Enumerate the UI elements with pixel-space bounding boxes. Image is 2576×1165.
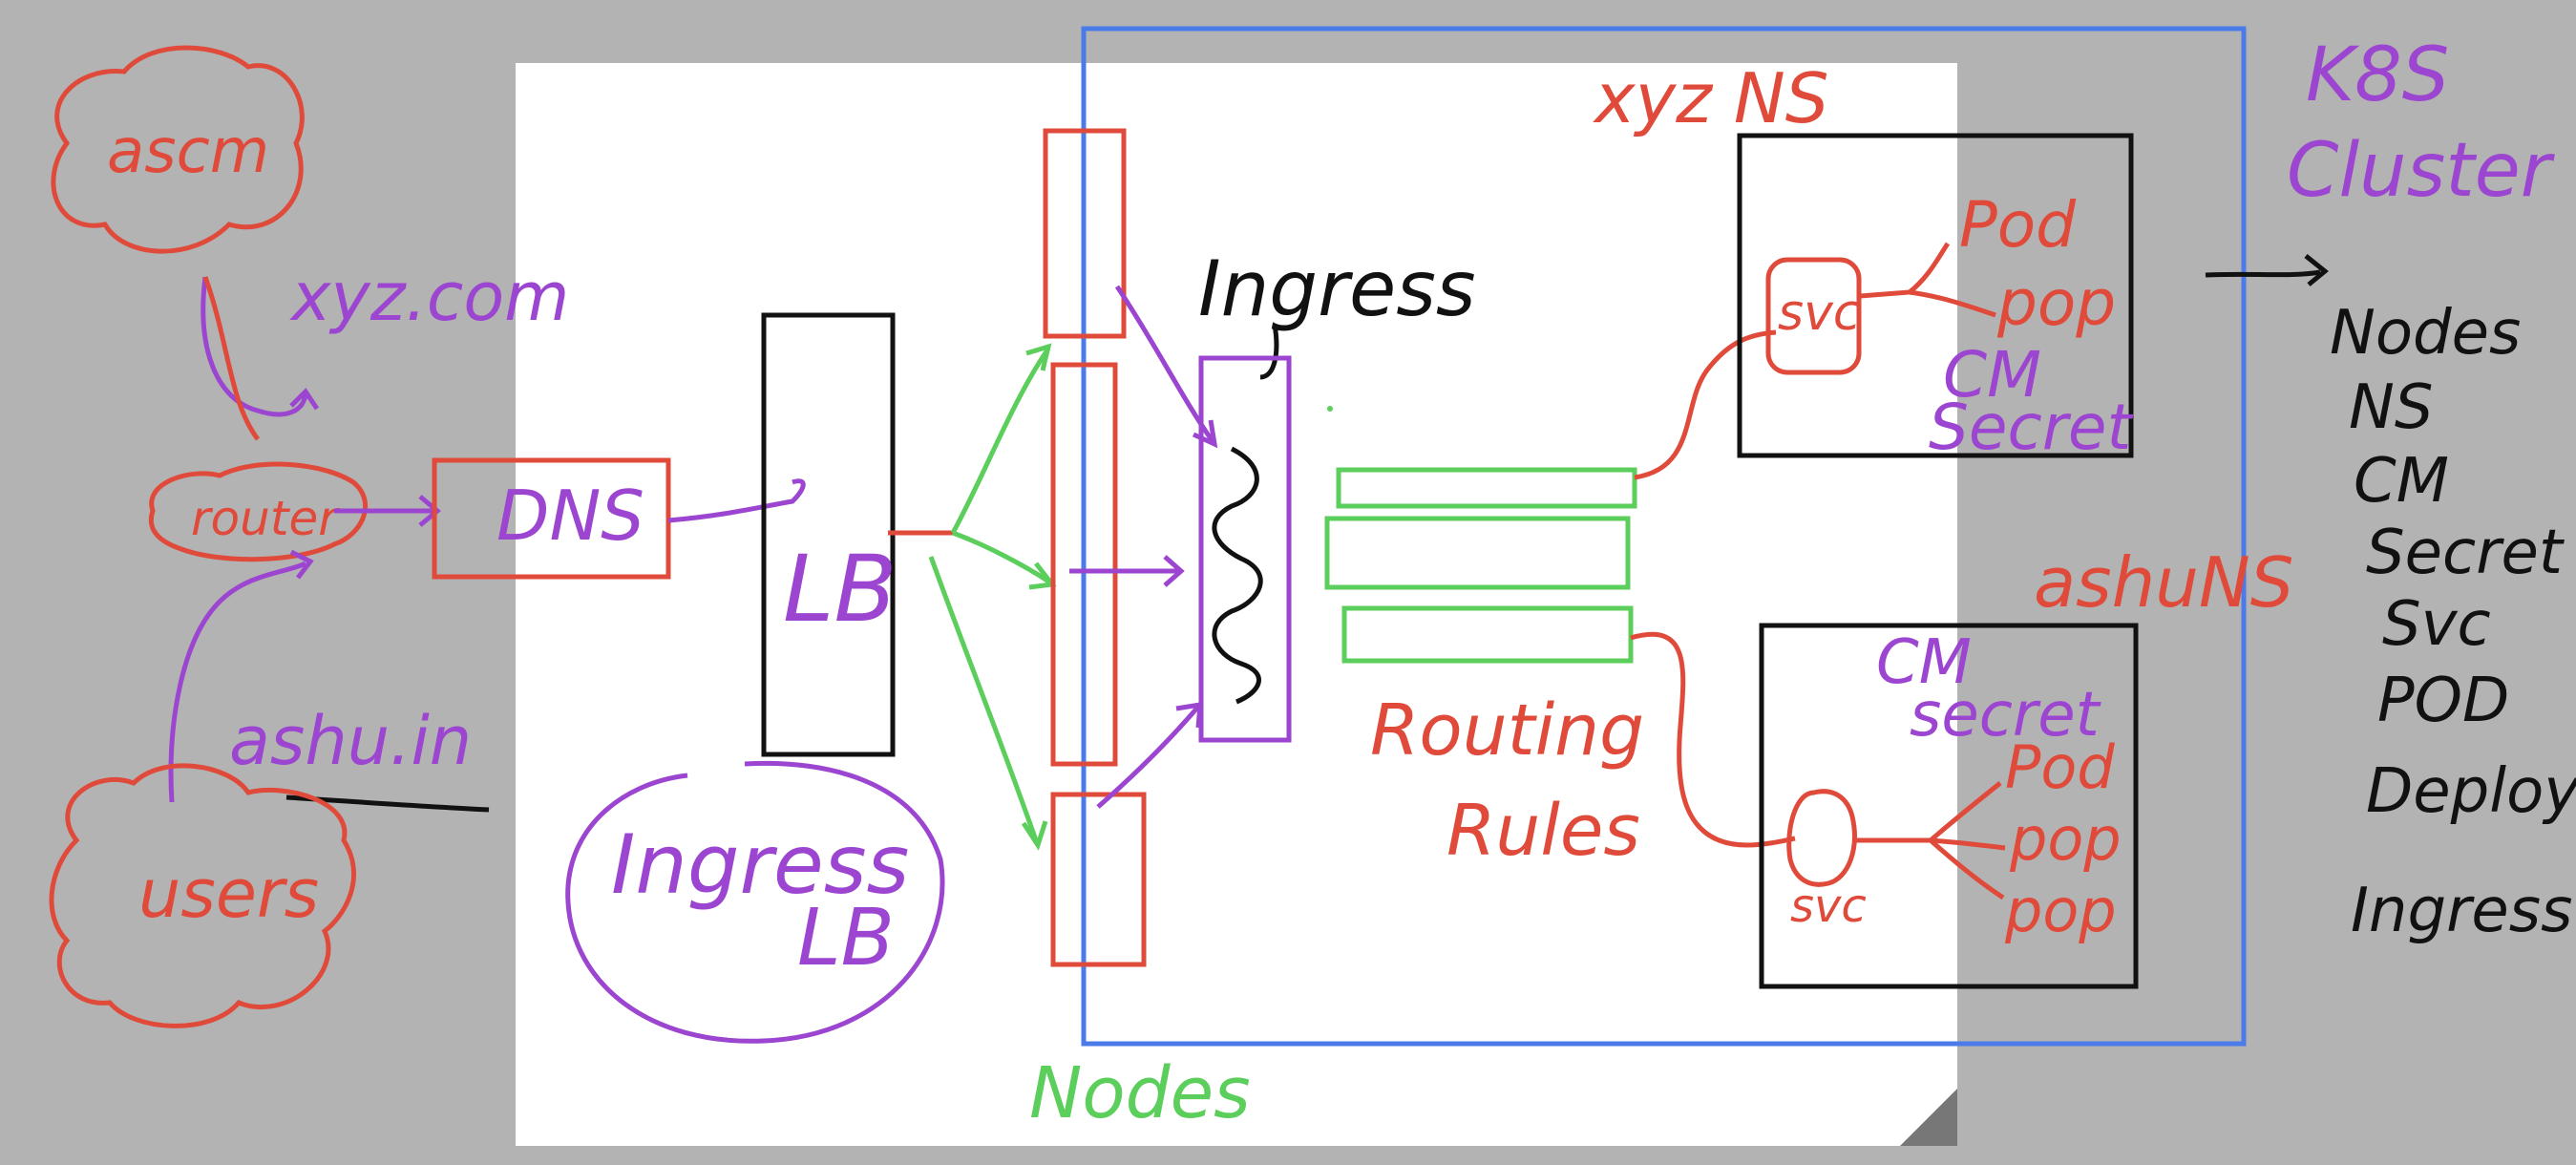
node-box-2 [1050, 362, 1118, 767]
xyz-svc-box [1765, 257, 1862, 375]
lb-node3-arrowhead [1021, 820, 1048, 851]
router-label: router [191, 491, 341, 546]
k8s-cluster-label-line2: Cluster [2287, 128, 2556, 214]
xyz-svc-to-pod-line-2 [1909, 289, 1996, 318]
lb-to-node2-arrow [952, 530, 1052, 585]
cluster-object-cm: CM [2354, 446, 2449, 517]
node-box-3 [1050, 792, 1147, 967]
ashu-pod-1: Pod [2005, 732, 2115, 802]
cluster-to-list-arrow [2205, 269, 2321, 278]
xyz-secret: Secret [1929, 391, 2134, 464]
cluster-object-nodes: Nodes [2330, 298, 2521, 369]
cluster-object-svc: Svc [2382, 589, 2491, 660]
ingress-label: Ingress [1198, 244, 1476, 333]
k8s-cluster-boundary [1081, 26, 2247, 1047]
xyz-cm: CM [1943, 338, 2041, 412]
users-link-arrowhead [289, 549, 314, 580]
users-cloud [49, 763, 356, 1028]
xyz-pod-2: pop [1996, 266, 2116, 340]
routing-rule-bar-3 [1341, 605, 1634, 664]
routing-rule-bar-1 [1336, 467, 1637, 509]
node-box-1 [1043, 128, 1127, 339]
ashu-svc-to-pod-line-3 [1929, 838, 2005, 900]
ashu-pod-3: pop [2004, 876, 2117, 945]
node3-to-ingress-arrow [1096, 705, 1200, 809]
cluster-object-pod: POD [2377, 666, 2509, 736]
xyz-svc-label: svc [1778, 285, 1860, 342]
routing-to-xyz-ns-line [1634, 329, 1777, 480]
node2-ingress-arrowhead [1163, 555, 1185, 587]
xyz-ns-box [1737, 133, 2134, 458]
ascm-to-router-red [202, 276, 261, 441]
cluster-object-list: Nodes NS CM Secret Svc POD Deploy Ingres… [2330, 298, 2576, 946]
k8s-cluster-label-line1: K8S [2306, 32, 2449, 118]
ashu-svc-shape [1786, 789, 1857, 887]
dns-label: DNS [496, 476, 644, 556]
ingress-label-hook [1259, 324, 1279, 380]
page-corner-fold [1900, 1089, 1957, 1146]
ashu-secret: secret [1910, 680, 2102, 751]
cluster-object-secret: Secret [2366, 518, 2565, 588]
router-blob [148, 461, 369, 562]
lb-to-node1-arrow [950, 347, 1051, 535]
lb-node1-arrowhead [1025, 343, 1052, 371]
ingress-lb-circle [565, 760, 945, 1044]
ascm-to-router-line [201, 276, 308, 417]
routing-rules-label-line1: Routing [1370, 689, 1644, 772]
xyz-pod-1: Pod [1959, 188, 2077, 262]
ascm-cloud [51, 45, 305, 254]
ashu-ns-box [1759, 623, 2139, 989]
dns-to-lb-arrow [667, 478, 806, 523]
stray-dot [1327, 406, 1333, 412]
cluster-object-deploy: Deploy [2366, 756, 2576, 827]
routing-rule-bar-2 [1324, 516, 1631, 590]
users-label: users [138, 855, 319, 933]
cluster-object-ingress: Ingress [2351, 876, 2572, 946]
cluster-object-ns: NS [2349, 372, 2434, 443]
routing-rules-label-line2: Rules [1446, 790, 1640, 872]
ingress-lb-label-line2: LB [797, 893, 895, 984]
users-to-router-line [168, 561, 307, 803]
ingress-controller-box [1198, 355, 1292, 743]
ingress-lb-label-line1: Ingress [611, 817, 909, 913]
lb-label: LB [783, 536, 897, 643]
router-dns-arrowhead [418, 495, 441, 527]
ascm-label: ascm [107, 116, 269, 187]
ashu-pod-2: pop [2009, 804, 2122, 874]
whiteboard-page [516, 63, 1957, 1146]
ashu-ns-label: ashuNS [2034, 542, 2293, 623]
ashu-cm: CM [1876, 627, 1972, 698]
lb-to-node3-arrow [928, 556, 1039, 841]
ashu-in-label: ashu.in [229, 702, 472, 780]
xyz-ns-label: xyz NS [1593, 58, 1828, 138]
xyz-com-label: xyz.com [289, 258, 569, 336]
ascm-link-arrowhead [289, 388, 320, 411]
nodes-label: Nodes [1029, 1052, 1251, 1134]
ashu-svc-label: svc [1790, 879, 1867, 933]
ingress-squiggle [1212, 446, 1263, 705]
ashu-svc-to-pod-line-2 [1930, 837, 2006, 851]
cluster-list-arrowhead [2304, 254, 2329, 286]
